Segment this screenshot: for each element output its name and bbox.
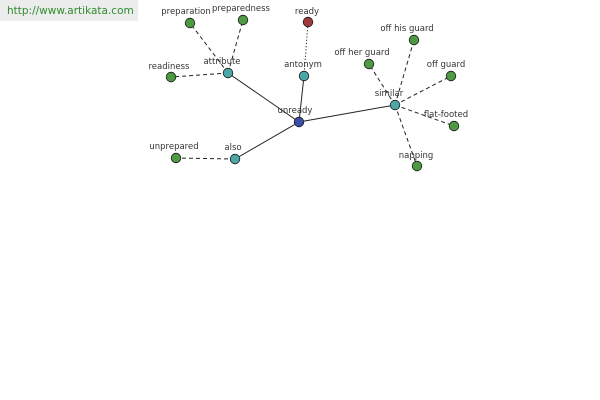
relation-label: similar: [375, 89, 404, 99]
word-node-off-her-guard[interactable]: off her guard: [334, 48, 390, 70]
edge-also-unprepared: [175, 157, 236, 160]
edge-similar-flat-footed: [394, 104, 455, 127]
edge-similar-off-guard: [394, 75, 452, 106]
word-label: preparation: [161, 7, 211, 17]
word-node-readiness[interactable]: readiness: [149, 62, 191, 83]
word-label: off guard: [427, 60, 466, 70]
word-node-off-guard[interactable]: off guard: [427, 60, 466, 82]
edge-antonym-ready: [303, 21, 309, 77]
center-label: unready: [278, 106, 313, 116]
word-label: off her guard: [334, 48, 389, 58]
relation-node-similar[interactable]: similar: [375, 89, 404, 111]
edge-similar-off-her-guard: [368, 63, 396, 106]
word-dot[interactable]: [184, 17, 196, 29]
edge-unready-similar: [298, 104, 396, 123]
word-node-preparation[interactable]: preparation: [161, 7, 211, 29]
word-label: ready: [295, 7, 319, 17]
relation-dot[interactable]: [389, 99, 401, 111]
word-dot[interactable]: [411, 160, 423, 172]
word-label: preparedness: [212, 4, 271, 14]
word-dot[interactable]: [302, 16, 314, 28]
word-dot[interactable]: [448, 120, 460, 132]
edge-unready-antonym: [298, 75, 305, 123]
relation-dot[interactable]: [298, 70, 310, 82]
center-node-unready[interactable]: unready: [278, 106, 313, 128]
word-dot[interactable]: [445, 70, 457, 82]
edge-similar-napping: [394, 104, 418, 167]
relation-label: attribute: [203, 57, 240, 67]
relation-node-attribute[interactable]: attribute: [203, 57, 241, 79]
edge-unready-also: [234, 121, 300, 160]
relation-label: also: [224, 143, 241, 153]
relation-dot[interactable]: [222, 67, 234, 79]
edge-attribute-readiness: [170, 72, 229, 78]
word-dot[interactable]: [165, 71, 177, 83]
relation-label: antonym: [284, 60, 322, 70]
word-label: unprepared: [149, 142, 198, 152]
word-label: napping: [399, 151, 434, 161]
center-dot[interactable]: [293, 116, 305, 128]
relation-node-antonym[interactable]: antonym: [284, 60, 322, 82]
word-node-off-his-guard[interactable]: off his guard: [380, 24, 434, 46]
word-dot[interactable]: [408, 34, 420, 46]
word-dot[interactable]: [363, 58, 375, 70]
edge-similar-off-his-guard: [394, 39, 415, 106]
word-label: off his guard: [380, 24, 433, 34]
relation-node-also[interactable]: also: [224, 143, 242, 165]
relation-dot[interactable]: [229, 153, 241, 165]
word-label: flat-footed: [424, 110, 468, 120]
edge-attribute-preparation: [189, 22, 229, 74]
edge-attribute-preparedness: [227, 19, 244, 74]
edge-unready-attribute: [227, 72, 300, 123]
word-node-unprepared[interactable]: unprepared: [149, 142, 199, 164]
word-dot[interactable]: [237, 14, 249, 26]
word-label: readiness: [149, 62, 191, 72]
word-node-preparedness[interactable]: preparedness: [212, 4, 271, 26]
word-dot[interactable]: [170, 152, 182, 164]
word-node-napping[interactable]: napping: [399, 151, 434, 172]
word-node-flat-footed[interactable]: flat-footed: [424, 110, 468, 132]
word-node-ready[interactable]: ready: [295, 7, 319, 28]
site-url-link[interactable]: http://www.artikata.com: [7, 5, 134, 17]
url-banner: http://www.artikata.com: [0, 0, 138, 21]
